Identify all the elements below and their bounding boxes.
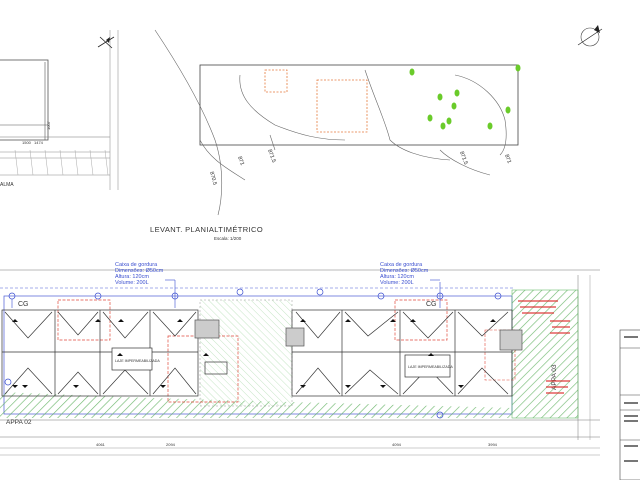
appa-label-left: APPA 02 (6, 419, 32, 426)
door-icons (12, 319, 209, 388)
street-label: ALMA (0, 182, 14, 188)
dim-a-label: 1500 (22, 140, 32, 145)
tree-icons (409, 64, 521, 130)
north-arrow-icon (97, 36, 115, 49)
tank-height: Altura: 120cm (380, 274, 414, 280)
tank-dimensions: Dimensões: Ø50cm (115, 268, 164, 274)
contour-label: 871 (236, 156, 245, 167)
tank-volume: Volume: 200L (115, 280, 149, 286)
contour-label: 870.5 (208, 171, 217, 186)
dim-label: 4094 (392, 442, 402, 447)
left-building (1, 309, 228, 397)
appa-label-right: APPA 03 (551, 364, 558, 390)
top-left-plan: 1500 1474 1007 ALMA (0, 30, 119, 190)
plan-scale: Escala: 1/200 (214, 236, 242, 241)
contour-label: 871.5 (458, 151, 468, 166)
tank-dimensions: Dimensões: Ø50cm (380, 268, 429, 274)
dim-c-label: 1007 (46, 120, 51, 130)
tank-height: Altura: 120cm (115, 274, 149, 280)
dim-label: 3994 (488, 442, 498, 447)
cg-label-right: CG (426, 301, 437, 308)
floor-plan: Caixa de gordura Dimensões: Ø50cm Altura… (0, 262, 600, 456)
grease-tank-note-left: Caixa de gordura Dimensões: Ø50cm Altura… (115, 262, 164, 286)
tank-title: Caixa de gordura (115, 262, 158, 268)
plan-title: LEVANT. PLANIALTIMÉTRICO (150, 225, 263, 234)
manhole-icons (4, 288, 502, 419)
dim-label: 4061 (96, 442, 106, 447)
dim-b-label: 1474 (34, 140, 44, 145)
door-icons (300, 319, 496, 388)
grease-tank-note-right: Caixa de gordura Dimensões: Ø50cm Altura… (380, 262, 429, 286)
slab-label: LAJE IMPERMEABILIZADA (408, 365, 453, 369)
slab-label: LAJE IMPERMEABILIZADA (115, 359, 160, 363)
right-building (285, 309, 523, 397)
title-block (619, 329, 640, 480)
tank-title: Caixa de gordura (380, 262, 423, 268)
contour-label: 871 (503, 154, 512, 165)
north-arrow-icon (577, 25, 603, 47)
dim-label: 2094 (166, 442, 176, 447)
red-notes (518, 300, 570, 394)
cg-label-left: CG (18, 301, 29, 308)
survey-plan: 871.5 871 870.5 871.5 871 (154, 25, 603, 216)
tank-volume: Volume: 200L (380, 280, 414, 286)
contour-label: 871.5 (266, 149, 276, 164)
